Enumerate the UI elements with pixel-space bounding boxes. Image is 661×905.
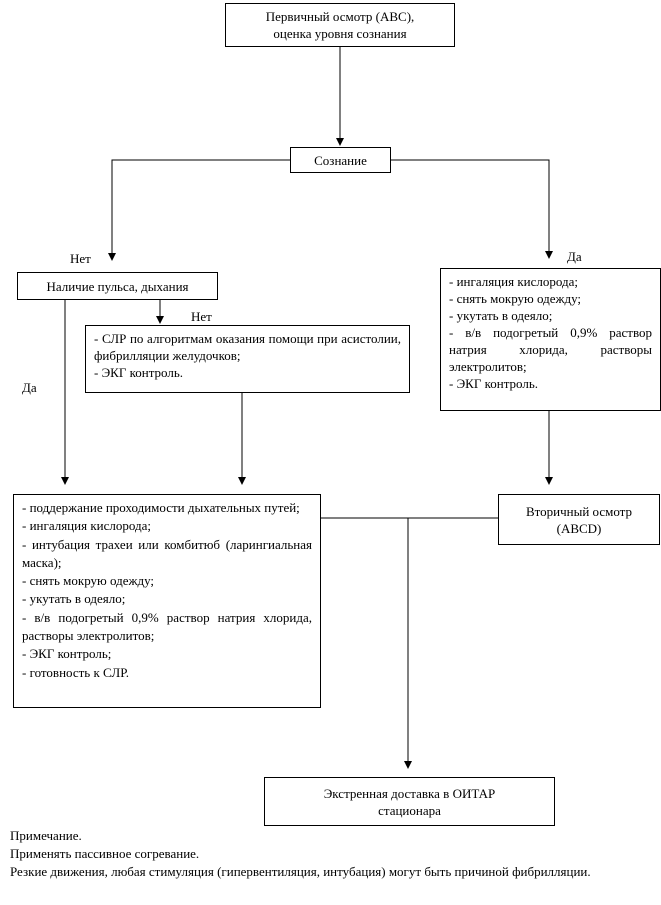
footnote: Примечание. Применять пассивное согреван… [10, 827, 642, 881]
resuscitation-action: - ингаляция кислорода; [22, 518, 151, 534]
resuscitation-action: - поддержание проходимости дыхательных п… [22, 500, 300, 515]
secondary-exam-line1: Вторичный осмотр [525, 503, 633, 519]
pulse-breathing-label: Наличие пульса, дыхания [46, 278, 189, 294]
secondary-exam-line2: (ABCD) [556, 520, 602, 536]
resuscitation-action: - ЭКГ контроль; [22, 646, 112, 662]
warming-action: - снять мокрую одежду; [449, 291, 582, 306]
warming-action: - ингаляция кислорода; [449, 274, 578, 289]
transport-line2: стационара [378, 802, 441, 818]
consciousness-label: Сознание [314, 152, 367, 168]
footnote-title: Примечание. [10, 828, 82, 843]
transport-box: Экстренная доставка в ОИТАР стационара [264, 777, 555, 826]
secondary-exam-box: Вторичный осмотр (ABCD) [498, 494, 660, 545]
resuscitation-action: - интубация трахеи или комбитюб (ларинги… [22, 536, 312, 570]
warming-action: - ЭКГ контроль. [449, 376, 539, 391]
warming-action: - в/в подогретый 0,9% раствор натрия хло… [449, 325, 652, 374]
transport-line1: Экстренная доставка в ОИТАР [323, 785, 496, 801]
resuscitation-action: - готовность к СЛР. [22, 664, 130, 680]
primary-exam-line2: оценка уровня сознания [273, 26, 407, 41]
footnote-line: Применять пассивное согревание. [10, 846, 200, 861]
warming-action: - укутать в одеяло; [449, 308, 553, 323]
consciousness-box: Сознание [290, 147, 391, 173]
resuscitation-action: - укутать в одеяло; [22, 591, 126, 607]
pulse-breathing-box: Наличие пульса, дыхания [17, 272, 218, 300]
no-pulse-label: Нет [191, 309, 212, 324]
yes-consciousness-label: Да [567, 249, 582, 264]
warming-actions-box: - ингаляция кислорода; - снять мокрую од… [440, 268, 661, 411]
primary-exam-box: Первичный осмотр (ABC), оценка уровня со… [225, 3, 455, 47]
cpr-line: - СЛР по алгоритмам оказания помощи при … [94, 331, 401, 363]
cpr-box: - СЛР по алгоритмам оказания помощи при … [85, 325, 410, 393]
resuscitation-action: - снять мокрую одежду; [22, 573, 155, 589]
footnote-line: Резкие движения, любая стимуляция (гипер… [10, 864, 591, 879]
no-consciousness-label: Нет [70, 251, 91, 266]
resuscitation-action: - в/в подогретый 0,9% раствор натрия хло… [22, 609, 312, 644]
primary-exam-line1: Первичный осмотр (ABC), [265, 9, 415, 24]
yes-pulse-label: Да [22, 380, 37, 395]
cpr-line: - ЭКГ контроль. [94, 365, 184, 380]
resuscitation-actions-box: - поддержание проходимости дыхательных п… [13, 494, 321, 708]
